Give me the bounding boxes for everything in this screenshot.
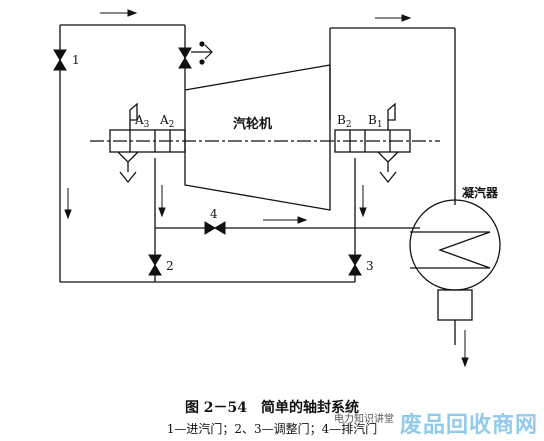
valve-3-icon	[348, 254, 362, 266]
valve-2-label: 2	[166, 259, 174, 273]
watermark-big: 废品回收商网	[399, 413, 538, 438]
valve-4-label: 4	[210, 207, 218, 221]
seal-b2-label: B2	[337, 113, 352, 130]
seal-box-a	[109, 102, 186, 184]
figure-title: 图 2－54 简单的轴封系统	[184, 400, 360, 416]
valve-2-icon	[148, 254, 162, 266]
actuator-icon	[191, 41, 213, 65]
seal-b1-label: B1	[368, 113, 383, 130]
valve-1-label: 1	[72, 53, 80, 67]
seal-a3-label: A3	[134, 113, 150, 130]
turbine-label: 汽轮机	[233, 116, 272, 132]
inlet-valve-icon	[178, 47, 192, 59]
condenser-label: 凝汽器	[462, 185, 499, 200]
seal-box-b	[334, 102, 411, 184]
valve-1-icon	[53, 49, 67, 61]
seal-a2-label: A2	[159, 113, 174, 130]
watermark: 废品回收商网	[400, 407, 538, 439]
watermark-small: 电力知识讲堂	[334, 414, 394, 425]
condenser	[409, 199, 501, 345]
figure-legend: 1—进汽门；2、3—调整门；4—排汽门	[166, 422, 378, 436]
valve-4-icon	[204, 221, 216, 235]
valve-3-label: 3	[366, 259, 374, 273]
turbine-body	[184, 64, 331, 211]
